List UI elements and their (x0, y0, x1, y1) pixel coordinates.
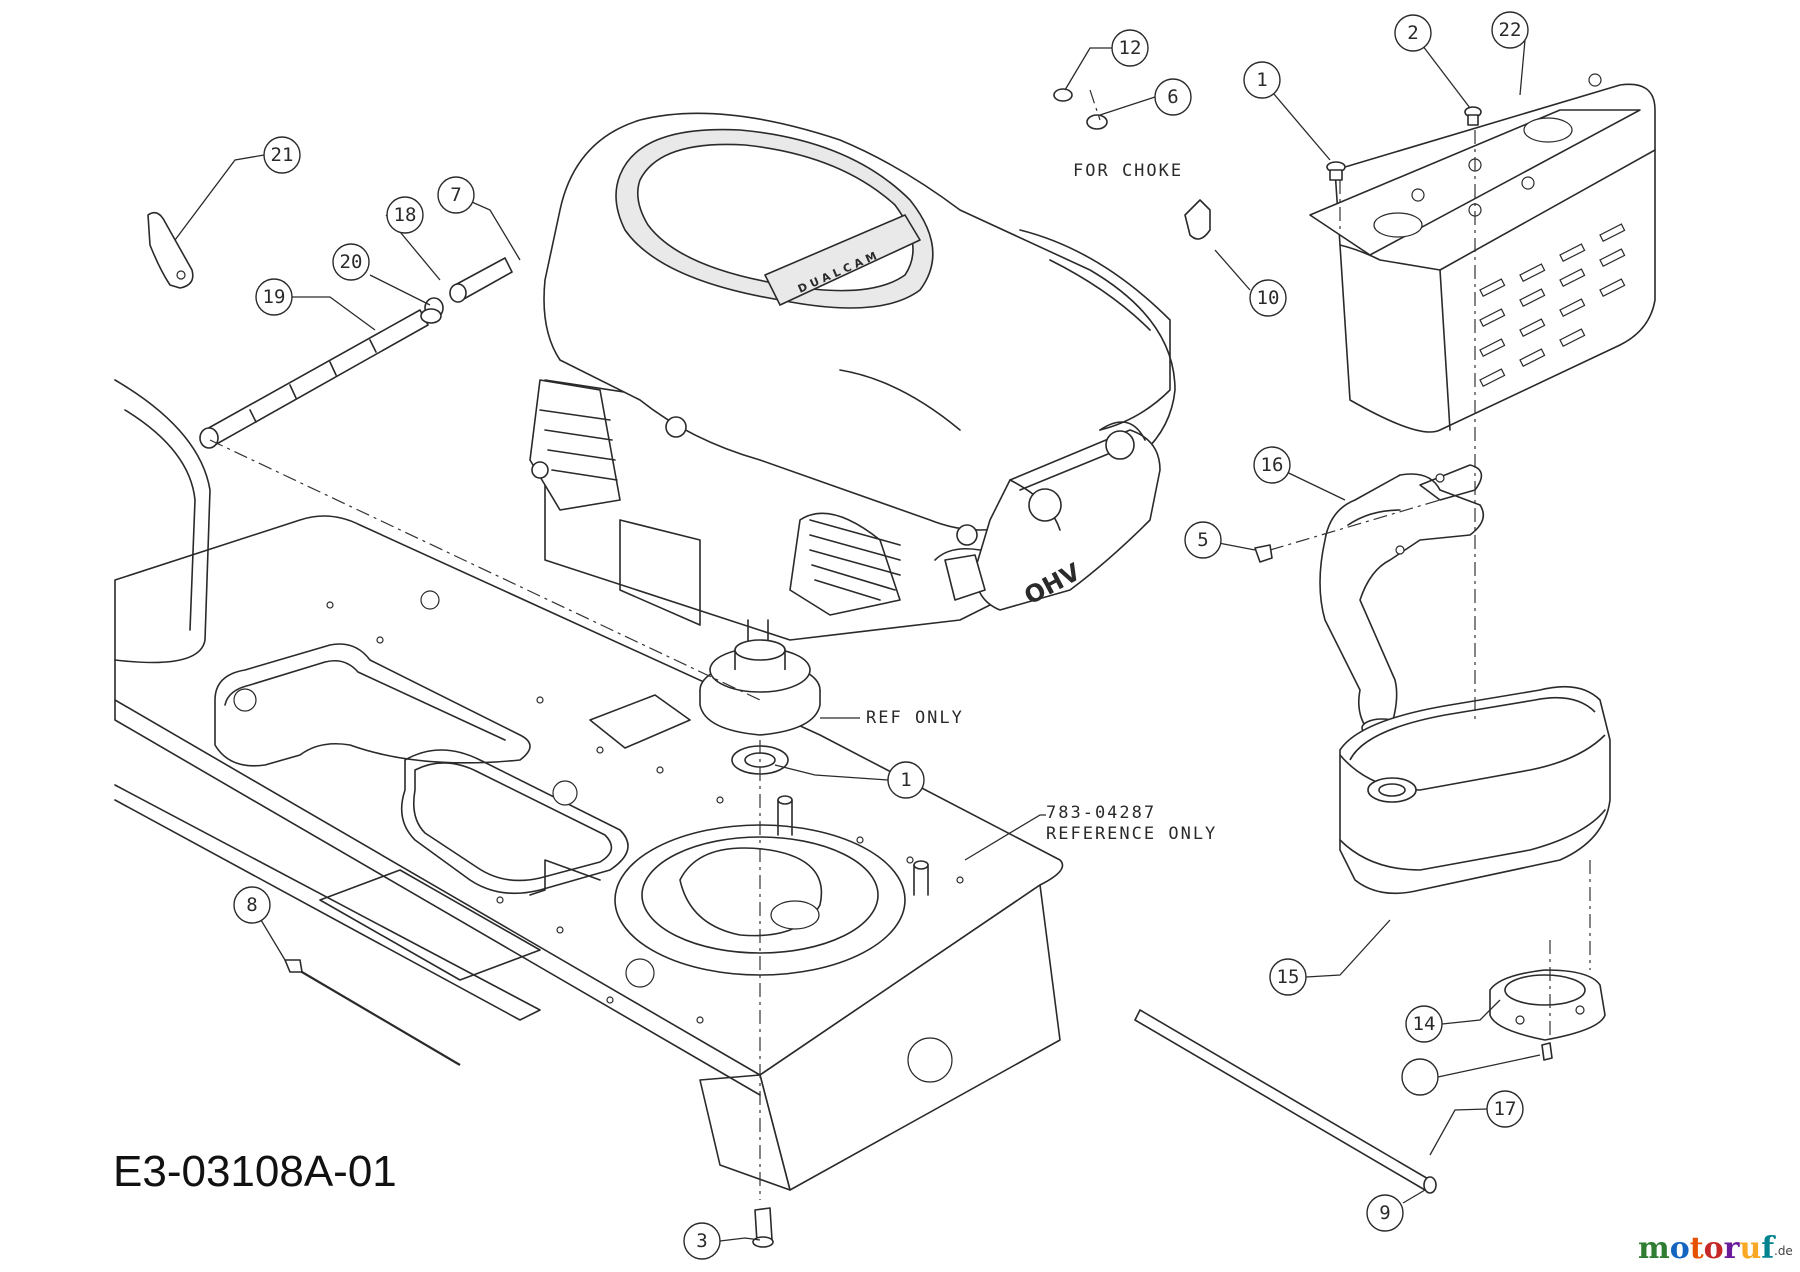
svg-text:21: 21 (271, 144, 294, 166)
svg-text:5: 5 (1197, 529, 1208, 551)
heat-shield (1309, 73, 1656, 433)
callout-6: 6 (1154, 78, 1192, 116)
callout-15: 15 (1269, 958, 1307, 996)
svg-text:16: 16 (1261, 454, 1284, 476)
callout-17: 17 (1486, 1090, 1524, 1128)
logo-letter: u (1739, 1231, 1761, 1266)
frame-reference-note: REFERENCE ONLY (1046, 824, 1217, 844)
callout-20: 20 (332, 243, 370, 281)
svg-text:18: 18 (394, 204, 417, 226)
frame-part-number-note: 783-04287 (1046, 803, 1156, 823)
svg-text:22: 22 (1499, 19, 1522, 41)
svg-text:motoruf: motoruf (1638, 1231, 1776, 1266)
logo-letter: r (1724, 1231, 1741, 1266)
callout-16: 16 (1253, 446, 1291, 484)
engine-pulley (699, 639, 821, 736)
callout-7: 7 (437, 176, 475, 214)
bracket-21 (147, 211, 194, 289)
svg-text:8: 8 (246, 894, 257, 916)
callout-2: 2 (1394, 14, 1432, 52)
logo-letter: o (1670, 1231, 1690, 1266)
callout-8: 8 (233, 886, 271, 924)
svg-text:7: 7 (450, 184, 461, 206)
diagram-code: E3-03108A-01 (113, 1147, 397, 1196)
callout-5: 5 (1184, 521, 1222, 559)
logo-letter: t (1690, 1231, 1704, 1266)
bushing-parts (420, 257, 513, 324)
motoruf-logo: motoruf .de (1638, 1231, 1793, 1266)
callout-14: 14 (1405, 1005, 1443, 1043)
callout-21: 21 (263, 136, 301, 174)
callout-3: 3 (683, 1222, 721, 1260)
fasteners (752, 88, 1553, 1248)
ref-only-note: REF ONLY (866, 708, 964, 728)
svg-text:14: 14 (1413, 1013, 1436, 1035)
cable-tie (284, 959, 461, 1066)
muffler (1339, 685, 1611, 895)
svg-text:3: 3 (696, 1230, 707, 1252)
callout-18: 18 (386, 196, 424, 234)
logo-letter: o (1704, 1231, 1724, 1266)
callout-19: 19 (255, 278, 293, 316)
choke-clip (1184, 199, 1211, 240)
svg-text:2: 2 (1407, 22, 1418, 44)
exhaust-pipe (1319, 464, 1485, 738)
logo-letter: f (1761, 1231, 1776, 1266)
chassis-frame (114, 379, 1064, 1191)
svg-text:19: 19 (263, 286, 286, 308)
muffler-bracket (1489, 969, 1606, 1041)
logo-letter: m (1638, 1231, 1670, 1266)
logo-suffix: .de (1774, 1244, 1793, 1258)
center-lines (209, 89, 1591, 1200)
svg-text:12: 12 (1119, 37, 1142, 59)
engine (529, 112, 1176, 661)
callout-9: 9 (1366, 1194, 1404, 1232)
svg-text:20: 20 (340, 251, 363, 273)
long-rod (1134, 1009, 1437, 1194)
svg-text:17: 17 (1494, 1098, 1517, 1120)
svg-text:6: 6 (1167, 86, 1178, 108)
for-choke-note: FOR CHOKE (1073, 161, 1183, 181)
callout-12: 12 (1111, 29, 1149, 67)
callout-22: 22 (1491, 11, 1529, 49)
callout-blank (1401, 1058, 1439, 1096)
callout-1-pulley: 1 (887, 761, 925, 799)
callout-10: 10 (1249, 279, 1287, 317)
svg-text:9: 9 (1379, 1202, 1390, 1224)
tube-19 (199, 309, 429, 449)
svg-text:1: 1 (900, 769, 911, 791)
svg-text:1: 1 (1256, 69, 1267, 91)
svg-text:15: 15 (1277, 966, 1300, 988)
callout-1-top: 1 (1243, 61, 1281, 99)
svg-text:10: 10 (1257, 287, 1280, 309)
